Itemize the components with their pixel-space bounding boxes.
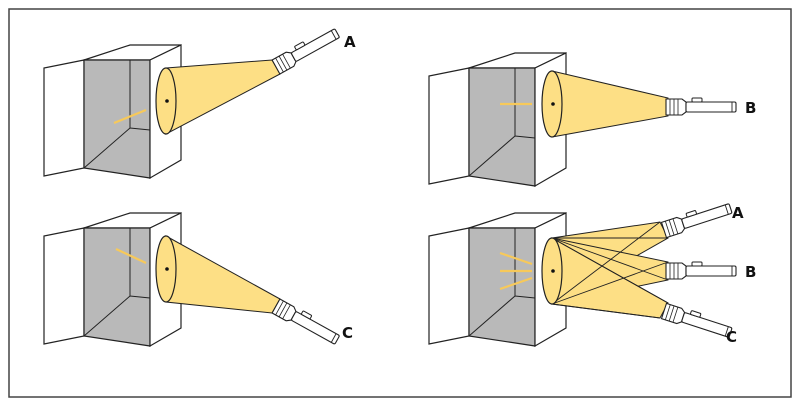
box-inner-edges [468,68,536,177]
pinhole [551,102,555,106]
flashlight-b [665,261,737,280]
flashlight-a [660,203,733,239]
flashlight [271,298,340,345]
box-interior [83,59,151,179]
pinhole [165,99,169,103]
box-inner-edges [83,60,151,169]
projected-ray-c [499,276,533,291]
flashlight-label-c: C [726,328,737,346]
open-door [43,59,85,177]
box-inner-edges [83,228,151,337]
open-door [428,227,470,345]
flashlight-label-b: B [745,263,756,281]
projected-ray [115,248,147,264]
panel-top-left: A [43,28,356,180]
box-interior [83,227,151,347]
projected-ray [113,108,147,125]
box-interior [468,227,536,347]
flashlight-label-a: A [732,204,744,222]
box-inner-edges [468,228,536,337]
panel-top-right: B [428,52,756,188]
flashlight [665,97,737,116]
flashlight-label: B [745,99,756,117]
pinhole [551,269,555,273]
flashlight-c [660,302,733,338]
flashlight [271,28,340,75]
open-door [43,227,85,345]
flashlight-label: A [344,33,356,51]
panel-bottom-right: A B C [428,203,756,348]
panel-bottom-left: C [43,212,353,348]
pinhole [165,267,169,271]
flashlight-label: C [342,324,353,342]
projected-ray-a [499,251,533,266]
open-door [428,67,470,185]
box-interior [468,67,536,187]
beam-edges [551,221,669,319]
